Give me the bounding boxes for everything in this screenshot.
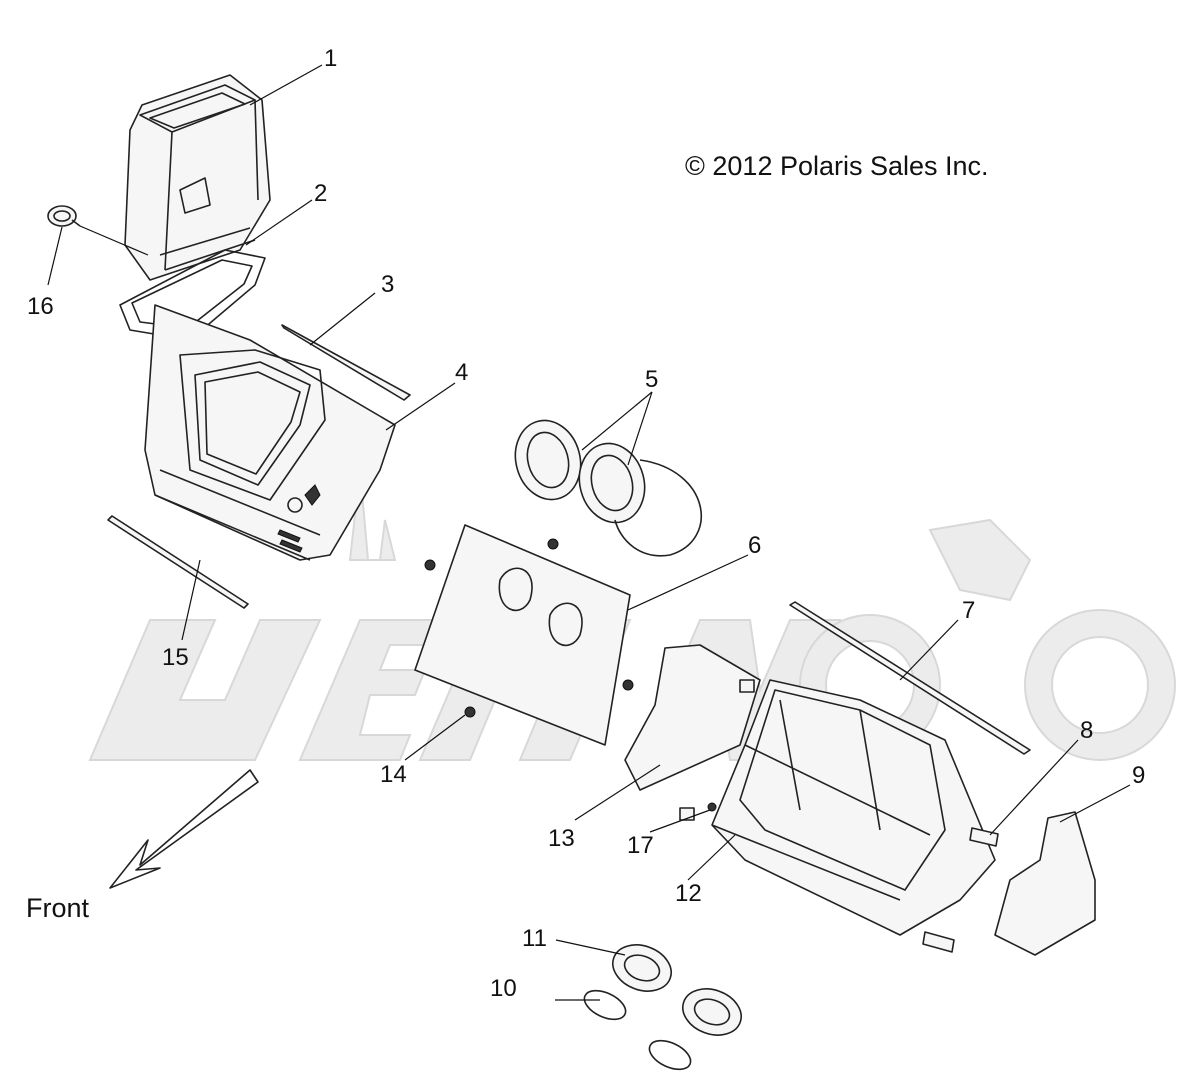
- part-9-shield: [994, 811, 1096, 956]
- callout-4: 4: [455, 359, 468, 386]
- front-arrow: [109, 769, 259, 889]
- callout-12: 12: [675, 880, 702, 907]
- callout-6: 6: [748, 532, 761, 559]
- callout-16: 16: [27, 293, 54, 320]
- callout-17: 17: [627, 832, 654, 859]
- part-6-plate: [414, 524, 634, 746]
- callout-9: 9: [1132, 762, 1145, 789]
- part-15-filter-sheet: [107, 515, 249, 609]
- part-10-hose-clamps: [583, 989, 692, 1071]
- callout-11: 11: [522, 925, 547, 952]
- callout-8: 8: [1080, 717, 1093, 744]
- leader-lines: [47, 64, 1131, 1001]
- front-label: Front: [26, 893, 90, 923]
- part-12-airbox-base: [679, 679, 996, 936]
- callout-labels: 1 2 3 4 5 6 7 8 9 10 11 12 13 14 15 16 1…: [27, 45, 1145, 1002]
- part-4-airbox-cover: [144, 304, 396, 561]
- part-2-gasket: [119, 249, 266, 341]
- copyright-text: © 2012 Polaris Sales Inc.: [685, 151, 989, 181]
- part-11-boots: [612, 944, 742, 1036]
- callout-1: 1: [324, 45, 337, 72]
- clip-lower: [922, 931, 955, 953]
- part-16-clamp: [47, 205, 81, 227]
- callout-7: 7: [962, 597, 975, 624]
- part-7-seal: [789, 601, 1031, 755]
- callout-14: 14: [380, 761, 407, 788]
- part-3-seal-strip: [281, 324, 411, 401]
- callout-15: 15: [162, 644, 189, 671]
- callout-10: 10: [490, 975, 517, 1002]
- part-5-velocity-stacks: [514, 419, 703, 557]
- callout-2: 2: [314, 180, 327, 207]
- callout-3: 3: [381, 271, 394, 298]
- callout-13: 13: [548, 825, 575, 852]
- part-13-panel: [624, 644, 761, 791]
- part-1-intake-duct: [124, 74, 271, 281]
- callout-5: 5: [645, 366, 658, 393]
- part-8-clip: [969, 827, 999, 847]
